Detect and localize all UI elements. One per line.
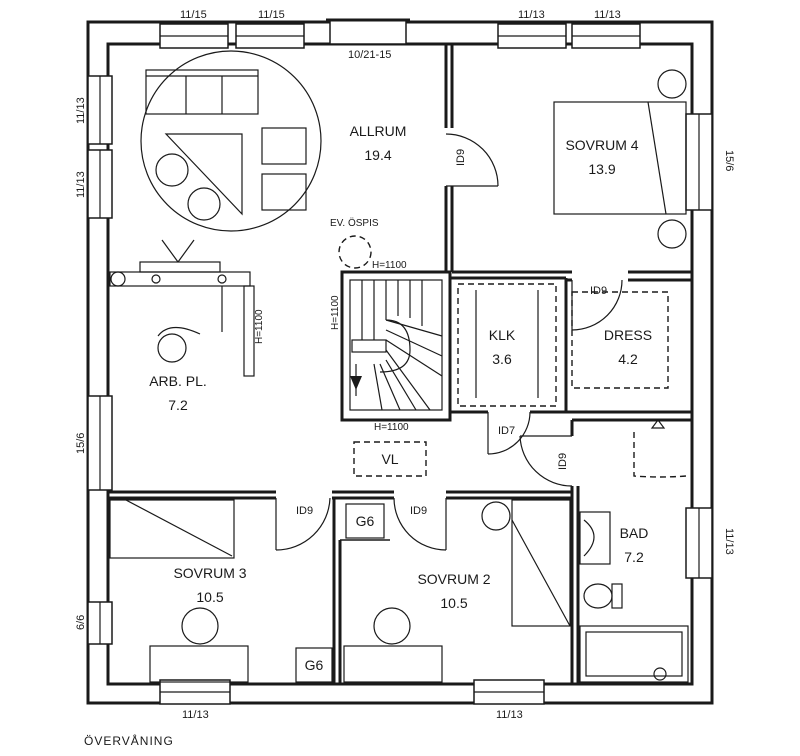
room-area-sovrum3: 10.5 xyxy=(196,589,223,605)
door-allrum xyxy=(445,133,499,187)
window-label-left-1: 11/13 xyxy=(75,97,87,124)
room-area-allrum: 19.4 xyxy=(364,147,391,163)
window-left-4 xyxy=(87,601,113,645)
window-left-2 xyxy=(87,149,113,219)
desk: H=1100 xyxy=(109,239,265,377)
window-label-bottom-2: 11/13 xyxy=(496,709,523,721)
door-label-dress: ID9 xyxy=(590,285,607,297)
window-label-top-2: 11/15 xyxy=(258,9,285,21)
interior-walls xyxy=(108,44,692,684)
window-top-2 xyxy=(235,23,305,49)
window-bottom-2 xyxy=(473,679,545,705)
window-label-top-1: 11/15 xyxy=(180,9,207,21)
ospis-label: EV. ÖSPIS xyxy=(330,217,379,229)
window-label-right-2: 11/13 xyxy=(723,528,735,555)
allrum-furniture: EV. ÖSPIS xyxy=(140,50,687,269)
storage-outlines: VL xyxy=(353,283,669,477)
window-label-right-1: 15/6 xyxy=(723,150,735,171)
window-right-2 xyxy=(685,507,713,579)
desk-height-label: H=1100 xyxy=(254,309,265,344)
door-label-sovrum3: ID9 xyxy=(296,505,313,517)
room-name-sovrum3: SOVRUM 3 xyxy=(173,565,246,581)
window-left-1 xyxy=(87,75,113,145)
window-label-bottom-1: 11/13 xyxy=(182,709,209,721)
window-label-left-3: 15/6 xyxy=(75,433,87,454)
room-name-arb: ARB. PL. xyxy=(149,373,207,389)
window-bottom-1 xyxy=(159,679,231,705)
floor-label: ÖVERVÅNING xyxy=(84,734,174,748)
stair-height-top: H=1100 xyxy=(372,260,407,271)
door-bad xyxy=(519,435,573,487)
window-label-top-3: 11/13 xyxy=(518,9,545,21)
room-name-allrum: ALLRUM xyxy=(350,123,407,139)
room-area-bad: 7.2 xyxy=(624,549,644,565)
g6-label-sovrum3: G6 xyxy=(305,657,324,673)
window-right-1 xyxy=(685,113,713,211)
room-area-sovrum4: 13.9 xyxy=(588,161,615,177)
roof-window xyxy=(326,18,410,45)
doors: ID9 ID9 ID7 ID9 ID9 ID9 xyxy=(275,133,623,551)
window-left-3 xyxy=(87,395,113,491)
roof-window-label: 10/21-15 xyxy=(348,49,391,61)
window-top-3 xyxy=(497,23,567,49)
door-label-sovrum2: ID9 xyxy=(410,505,427,517)
window-label-left-2: 11/13 xyxy=(75,171,87,198)
door-label-klk: ID7 xyxy=(498,425,515,437)
stair-height-bottom: H=1100 xyxy=(374,422,409,433)
door-klk xyxy=(487,411,531,455)
windows xyxy=(87,18,713,705)
room-name-bad: BAD xyxy=(620,525,649,541)
staircase: H=1100 H=1100 H=1100 xyxy=(330,260,443,433)
door-sovrum3 xyxy=(275,497,331,551)
room-name-sovrum4: SOVRUM 4 xyxy=(565,137,638,153)
room-name-dress: DRESS xyxy=(604,327,652,343)
window-label-left-4: 6/6 xyxy=(75,615,87,630)
room-area-arb: 7.2 xyxy=(168,397,188,413)
door-sovrum2 xyxy=(393,497,447,551)
door-label-bad: ID9 xyxy=(557,453,569,470)
vl-label: VL xyxy=(381,451,398,467)
window-top-1 xyxy=(159,23,229,49)
sovrum2-bed: G6 xyxy=(343,499,571,683)
bathroom-fixtures xyxy=(579,419,689,683)
stair-height-left: H=1100 xyxy=(330,295,341,330)
window-top-4 xyxy=(571,23,641,49)
g6-label-sovrum2: G6 xyxy=(356,513,375,529)
window-label-top-4: 11/13 xyxy=(594,9,621,21)
room-area-sovrum2: 10.5 xyxy=(440,595,467,611)
room-name-klk: KLK xyxy=(489,327,516,343)
door-label-allrum: ID9 xyxy=(455,149,467,166)
room-name-sovrum2: SOVRUM 2 xyxy=(417,571,490,587)
window-labels: 11/15 11/15 11/13 11/13 10/21-15 11/13 1… xyxy=(75,9,735,721)
sovrum3-bed: G6 xyxy=(109,499,333,683)
room-area-klk: 3.6 xyxy=(492,351,512,367)
sovrum4-bed xyxy=(553,101,687,215)
room-area-dress: 4.2 xyxy=(618,351,638,367)
room-labels: ALLRUM 19.4 SOVRUM 4 13.9 KLK 3.6 DRESS … xyxy=(149,123,652,611)
